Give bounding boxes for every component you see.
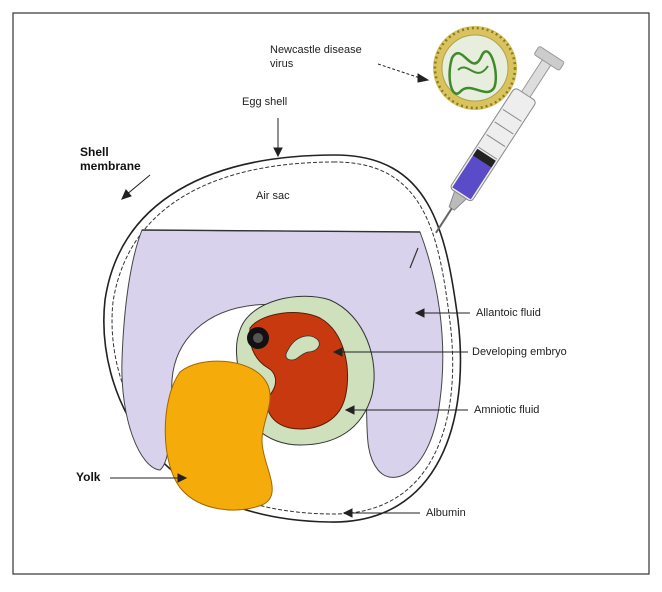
virus-icon [433, 26, 517, 110]
label-developing-embryo: Developing embryo [472, 346, 567, 358]
label-yolk: Yolk [76, 471, 100, 483]
label-allantoic-fluid: Allantoic fluid [476, 307, 541, 319]
label-air-sac: Air sac [256, 190, 290, 202]
yolk-sac [165, 361, 272, 510]
embryo-eye-pupil [253, 333, 263, 343]
label-newcastle-line1: Newcastle disease [270, 44, 362, 56]
label-amniotic-fluid: Amniotic fluid [474, 404, 539, 416]
label-albumin: Albumin [426, 507, 466, 519]
label-newcastle-line2: virus [270, 58, 293, 70]
label-shell-membrane-line2: membrane [80, 160, 141, 172]
label-egg-shell: Egg shell [242, 96, 287, 108]
label-shell-membrane-line1: Shell [80, 146, 109, 158]
